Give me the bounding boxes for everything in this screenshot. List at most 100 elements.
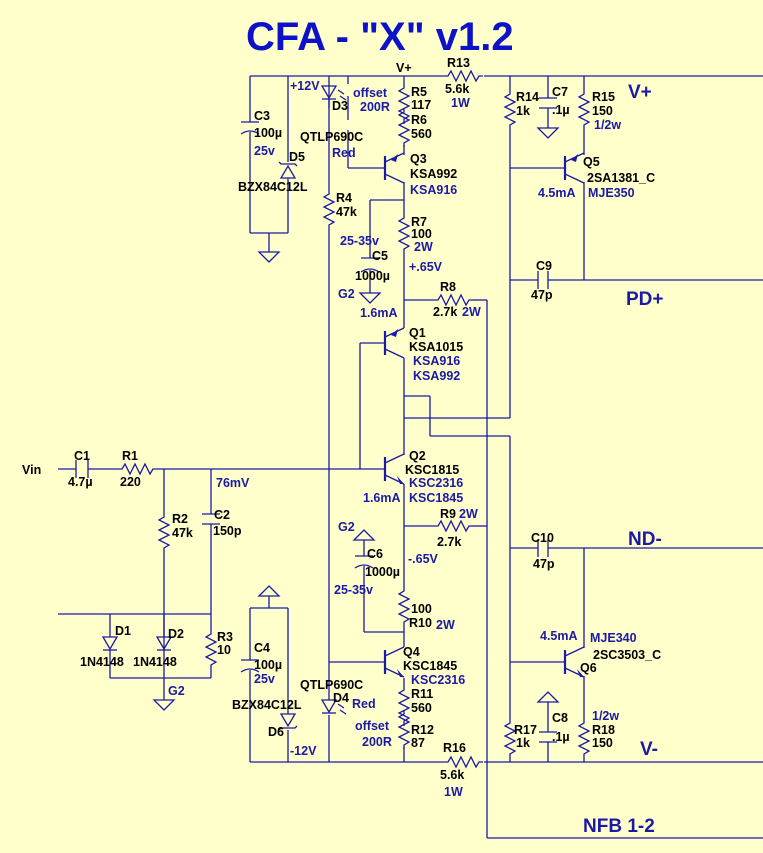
r4-value: 47k: [336, 205, 357, 219]
q5-current: 4.5mA: [538, 186, 576, 200]
r5-note: offset: [353, 86, 388, 100]
d4-symbol: [320, 695, 347, 715]
d5-value: BZX84C12L: [238, 180, 308, 194]
c7-ref: C7: [552, 85, 568, 99]
net-label-vplus-top: V+: [396, 61, 412, 75]
d1-value: 1N4148: [80, 655, 124, 669]
net-label-g2b: G2: [338, 520, 355, 534]
c9-ref: C9: [536, 259, 552, 273]
c4-ref: C4: [254, 641, 270, 655]
r7-value: 100: [411, 227, 432, 241]
d6-value: BZX84C12L: [232, 698, 302, 712]
r13-symbol: [443, 70, 484, 82]
c4-rating: 25v: [254, 672, 275, 686]
v-in-bias: 76mV: [216, 476, 250, 490]
d6-ref: D6: [268, 725, 284, 739]
c10-value: 47p: [533, 557, 555, 571]
ground-icon: [152, 699, 176, 711]
c1-value: 4.7µ: [68, 475, 93, 489]
c10-ref: C10: [531, 531, 554, 545]
r15-symbol: [578, 89, 590, 130]
r10-power: 2W: [436, 618, 455, 632]
c7-symbol: [539, 97, 557, 109]
q6-ref: Q6: [580, 661, 597, 675]
q5-ref: Q5: [583, 155, 600, 169]
net-label-vminus: V-: [640, 739, 658, 760]
component-labels: R13 5.6k 1W offset 200R R5 117 R6 560 D3…: [68, 56, 661, 799]
wires-bottom: [249, 596, 763, 763]
r10-symbol: [398, 586, 410, 627]
r18-value: 150: [592, 736, 613, 750]
q3-symbol: [383, 152, 405, 184]
r8-value: 2.7k: [433, 305, 457, 319]
c9-value: 47p: [531, 288, 553, 302]
capacitor-symbols: [75, 97, 557, 743]
r9-symbol: [433, 520, 474, 532]
c5-ref: C5: [372, 249, 388, 263]
d4-ref: D4: [333, 691, 349, 705]
r3-symbol: [205, 629, 217, 670]
r15-value: 150: [592, 104, 613, 118]
d3-color: Red: [332, 146, 356, 160]
wires-output: [509, 76, 763, 762]
d6-symbol: [278, 713, 298, 731]
ground-icon: [358, 292, 382, 304]
r9-power: 2W: [459, 507, 478, 521]
v-minus065: -.65V: [408, 552, 439, 566]
r4-symbol: [323, 189, 335, 230]
c2-symbol: [202, 513, 220, 525]
c6-symbol: [354, 555, 374, 569]
net-label-nfb: NFB 1-2: [583, 816, 655, 837]
r17-ref: R17: [514, 723, 537, 737]
r5-ref: R5: [411, 85, 427, 99]
r15-power: 1/2w: [594, 118, 621, 132]
r14-ref: R14: [516, 90, 539, 104]
d3-value: QTLP690C: [300, 130, 363, 144]
r8-ref: R8: [440, 280, 456, 294]
r17-value: 1k: [516, 736, 530, 750]
q2-symbol: [383, 453, 405, 492]
c7-value: .1µ: [552, 103, 570, 117]
d5-ref: D5: [289, 150, 305, 164]
r16-ref: R16: [443, 741, 466, 755]
net-label-p12: +12V: [290, 79, 320, 93]
r9-value: 2.7k: [437, 535, 461, 549]
q2-alt2: KSC1845: [409, 491, 463, 505]
c1-ref: C1: [74, 449, 90, 463]
r7-power: 2W: [414, 240, 433, 254]
r1-value: 220: [120, 475, 141, 489]
net-label-g2c: G2: [168, 684, 185, 698]
ground-icon: [257, 585, 281, 597]
r16-power: 1W: [444, 785, 463, 799]
r3-value: 10: [217, 643, 231, 657]
net-label-vplus: V+: [628, 82, 652, 103]
r3-ref: R3: [217, 630, 233, 644]
q2-current: 1.6mA: [363, 491, 401, 505]
r14-symbol: [504, 89, 516, 130]
q5-symbol: [563, 152, 585, 184]
q1-alt2: KSA992: [413, 369, 460, 383]
q3-ref: Q3: [410, 152, 427, 166]
q4-value: KSC1845: [403, 659, 457, 673]
q1-current: 1.6mA: [360, 306, 398, 320]
c6-ref: C6: [367, 547, 383, 561]
r9-ref: R9: [440, 507, 456, 521]
q2-alt1: KSC2316: [409, 476, 463, 490]
c8-value: .1µ: [552, 730, 570, 744]
q4-symbol: [383, 640, 405, 678]
r15-ref: R15: [592, 90, 615, 104]
r18-power: 1/2w: [592, 709, 619, 723]
net-label-vin: Vin: [22, 463, 41, 477]
r5-value: 117: [411, 98, 431, 112]
r13-power: 1W: [451, 96, 470, 110]
r18-symbol: [578, 718, 590, 759]
c6-rating: 25-35v: [334, 583, 373, 597]
q4-ref: Q4: [403, 645, 420, 659]
r7-symbol: [398, 213, 410, 254]
q5-value: 2SA1381_C: [587, 171, 655, 185]
wires-top: [249, 75, 763, 839]
r5-note2: 200R: [360, 100, 390, 114]
q2-value: KSC1815: [405, 463, 459, 477]
net-label-m12: -12V: [290, 744, 317, 758]
